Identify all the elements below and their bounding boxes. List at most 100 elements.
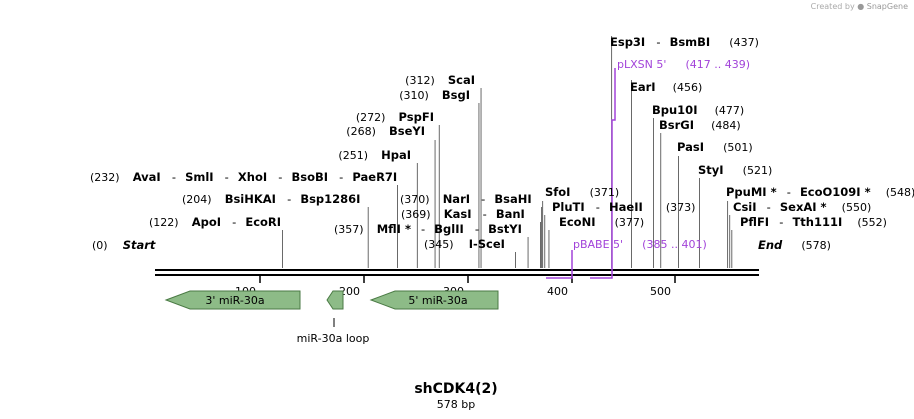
site-label-esp3i[interactable]: Esp3I - BsmBI (437) — [610, 31, 759, 50]
end-position: (578) — [801, 239, 831, 252]
feature-mir-30a-loop[interactable]: miR-30a loop — [297, 290, 370, 345]
enzyme-name: Esp3I — [610, 35, 645, 49]
primer-range: (417 .. 439) — [685, 58, 750, 71]
feature-5-mir-30a[interactable]: 5' miR-30a — [369, 290, 499, 310]
primer-label-plxsn[interactable]: pLXSN 5' (417 .. 439) — [617, 53, 750, 72]
site-position: (456) — [673, 81, 703, 94]
site-position: (552) — [857, 216, 887, 229]
enzyme-name: PflFI — [740, 215, 769, 229]
sequence-backbone — [155, 269, 759, 276]
enzyme-name: ScaI — [448, 73, 475, 87]
svg-text:End (578): End (578) — [758, 234, 831, 253]
enzyme-name: BglII — [434, 222, 464, 236]
site-label-nari[interactable]: (370) NarI - BsaHI — [400, 188, 532, 207]
enzyme-name: EarI — [630, 80, 656, 94]
watermark-brand: SnapGene — [866, 2, 908, 11]
ruler-tick-label: 400 — [547, 285, 568, 298]
site-position: (437) — [729, 36, 759, 49]
start-label: Start — [123, 238, 156, 252]
enzyme-name: HaeII — [609, 200, 643, 214]
end-marker-start: (0) Start — [92, 234, 156, 253]
primer-name: pLXSN 5' — [617, 58, 666, 71]
site-label-kasi[interactable]: (369) KasI - BanI — [401, 203, 525, 222]
site-position: (369) — [401, 208, 431, 221]
site-position: (484) — [711, 119, 741, 132]
enzyme-name: PspFI — [399, 110, 434, 124]
site-label-bseyi[interactable]: (268) BseYI — [346, 120, 425, 139]
site-label-econi[interactable]: EcoNI (377) — [559, 211, 644, 230]
map-title: shCDK4(2) — [414, 381, 497, 397]
site-label-eari[interactable]: EarI (456) — [630, 76, 702, 95]
site-position: (550) — [842, 201, 872, 214]
site-position: (521) — [743, 164, 773, 177]
site-label-bsgi[interactable]: (310) BsgI — [399, 84, 470, 103]
site-label-csii[interactable]: CsiI - SexAI * (550) — [733, 196, 871, 215]
ruler-tick-label: 200 — [339, 285, 360, 298]
enzyme-name: SexAI * — [780, 200, 827, 214]
start-position: (0) — [92, 239, 108, 252]
enzyme-name: MflI * — [377, 222, 411, 236]
snapgene-logo-icon: ● — [857, 2, 865, 11]
feature-label: miR-30a loop — [297, 332, 370, 345]
ruler-tick: 200 — [339, 276, 365, 298]
site-label-scai[interactable]: (312) ScaI — [405, 69, 475, 88]
enzyme-name: BanI — [496, 207, 525, 221]
primer-connectors — [546, 68, 616, 279]
site-label-i-scei[interactable]: (345) I-SceI — [424, 233, 505, 252]
site-label-bpu10i[interactable]: Bpu10I (477) — [652, 99, 744, 118]
site-position: (377) — [615, 216, 645, 229]
map-length: 578 bp — [437, 398, 475, 411]
enzyme-name: BsgI — [442, 88, 470, 102]
site-label-pasi[interactable]: PasI (501) — [677, 136, 753, 155]
enzyme-name: PpuMI * — [726, 185, 777, 199]
enzyme-name: BsrGI — [659, 118, 694, 132]
end-marker-end: End (578) — [758, 234, 831, 253]
site-label-pflfi[interactable]: PflFI - Tth111I (552) — [740, 211, 887, 230]
enzyme-name: PasI — [677, 140, 704, 154]
site-position: (345) — [424, 238, 454, 251]
site-position: (122) — [149, 216, 179, 229]
site-label-mfli[interactable]: (357) MflI * - BglII - BstYI — [334, 218, 522, 237]
site-label-pluti[interactable]: PluTI - HaeII (373) — [552, 196, 695, 215]
site-position: (310) — [399, 89, 429, 102]
feature-3-mir-30a[interactable]: 3' miR-30a — [164, 290, 301, 310]
enzyme-name: EcoO109I * — [800, 185, 871, 199]
end-label: End — [758, 238, 783, 252]
enzyme-name: ApoI — [192, 215, 221, 229]
primer-label-pbabe[interactable]: pBABE 5' (385 .. 401) — [573, 233, 707, 252]
primer-name: pBABE 5' — [573, 238, 623, 251]
site-label-pspfi[interactable]: (272) PspFI — [356, 106, 434, 125]
snapgene-watermark: Created by ● SnapGene — [811, 2, 908, 11]
feature-label: 3' miR-30a — [205, 294, 264, 307]
watermark-prefix: Created by — [810, 2, 855, 11]
site-label-avai-group[interactable]: (232) AvaI - SmlI - XhoI - BsoBI - PaeR7… — [90, 166, 397, 185]
enzyme-name: PaeR7I — [352, 170, 397, 184]
enzyme-name: BsoBI — [291, 170, 328, 184]
site-label-bsrgi[interactable]: BsrGI (484) — [659, 114, 741, 133]
svg-text:(0) Start: (0) Start — [92, 234, 156, 253]
enzyme-name: AvaI — [133, 170, 161, 184]
primer-range: (385 .. 401) — [642, 238, 707, 251]
site-position: (268) — [346, 125, 376, 138]
site-label-ppumi[interactable]: PpuMI * - EcoO109I * (548) — [726, 181, 914, 200]
site-position: (370) — [400, 193, 430, 206]
site-label-hpai[interactable]: (251) HpaI — [338, 144, 411, 163]
enzyme-name: PluTI — [552, 200, 585, 214]
site-label-styi[interactable]: StyI (521) — [698, 159, 772, 178]
site-label-bsihkai[interactable]: (204) BsiHKAI - Bsp1286I — [182, 188, 360, 207]
enzyme-name: NarI — [443, 192, 470, 206]
site-label-sfoi[interactable]: SfoI (371) — [545, 181, 619, 200]
site-label-apoi[interactable]: (122) ApoI - EcoRI — [149, 211, 281, 230]
enzyme-name: EcoRI — [245, 215, 281, 229]
ruler-tick: 500 — [650, 276, 676, 298]
site-position: (357) — [334, 223, 364, 236]
enzyme-name: XhoI — [238, 170, 267, 184]
site-position: (501) — [723, 141, 753, 154]
site-position: (548) — [886, 186, 914, 199]
enzyme-name: BsiHKAI — [225, 192, 276, 206]
enzyme-name: BseYI — [389, 124, 425, 138]
enzyme-name: CsiI — [733, 200, 757, 214]
site-position: (232) — [90, 171, 120, 184]
site-position: (371) — [590, 186, 620, 199]
